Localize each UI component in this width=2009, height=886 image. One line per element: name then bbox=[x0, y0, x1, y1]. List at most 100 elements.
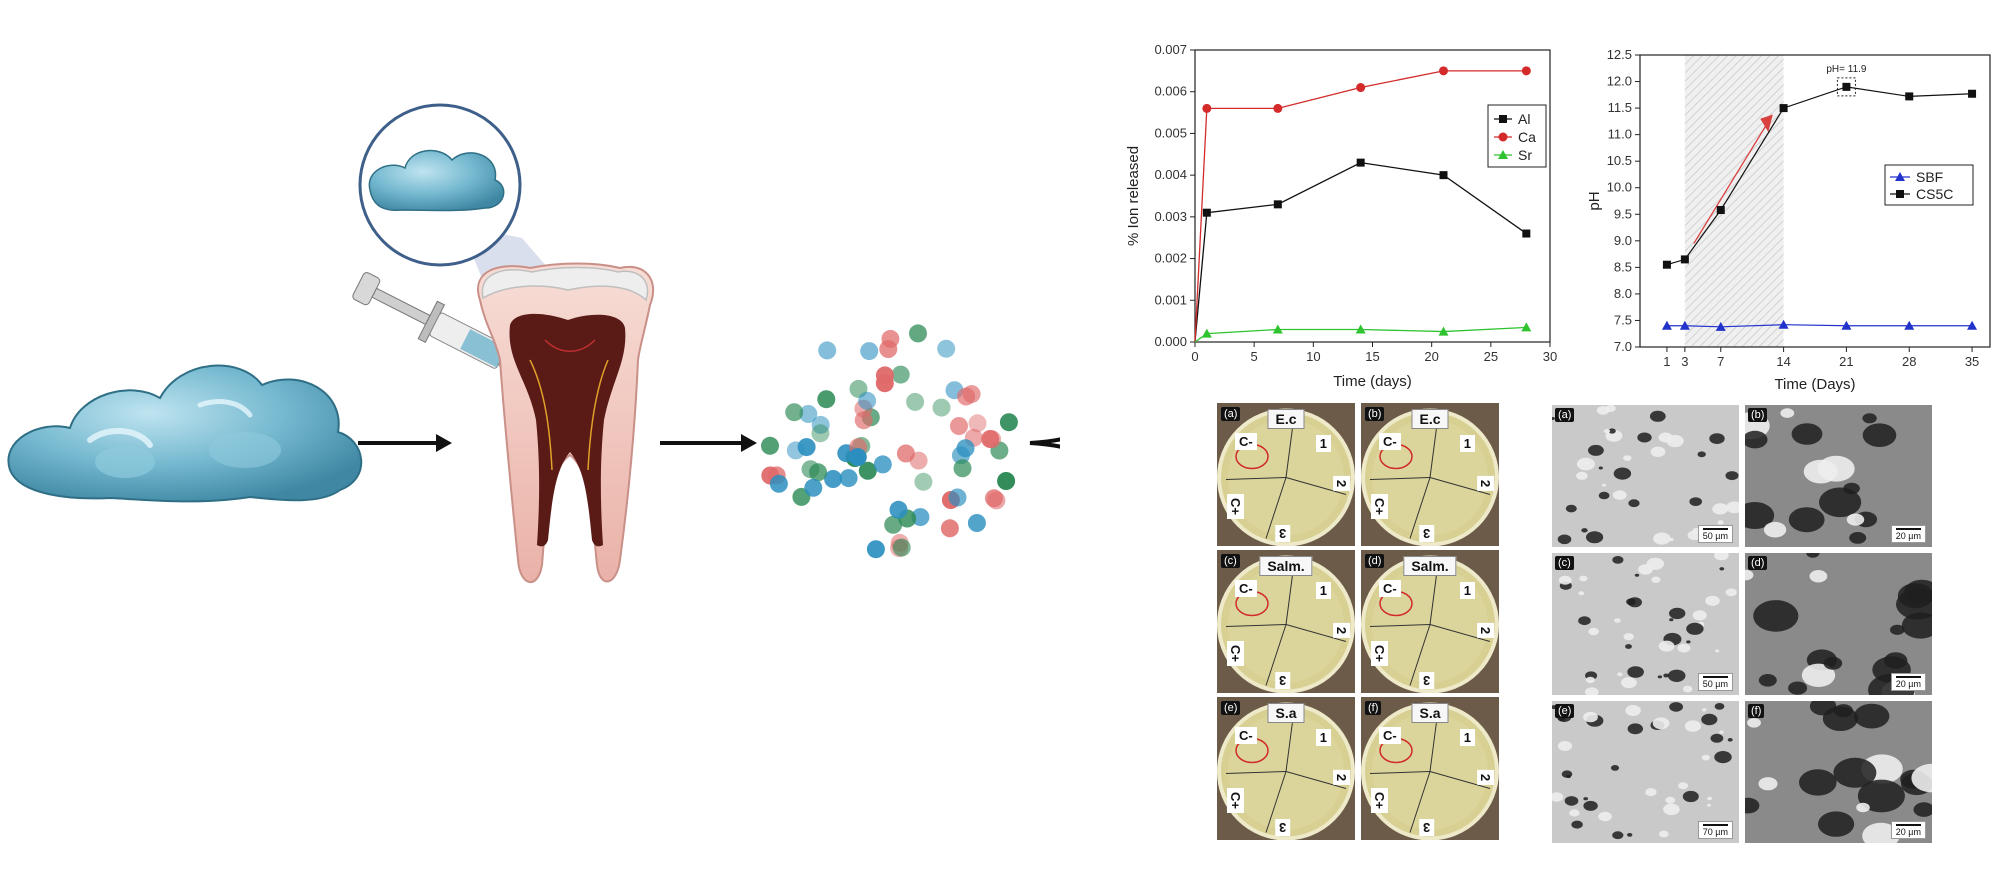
plate-zone-1: 1 bbox=[1459, 435, 1475, 452]
plate-zone-3: 3 bbox=[1275, 819, 1291, 836]
plate-panel-label: (e) bbox=[1221, 701, 1241, 715]
series-line-al bbox=[1194, 161, 1527, 343]
x-tick-label: 0 bbox=[1191, 349, 1198, 364]
arrow-tooth-to-ions bbox=[660, 434, 757, 452]
ion-sphere bbox=[997, 472, 1016, 490]
data-point-sr bbox=[1355, 324, 1366, 334]
ion-sphere bbox=[811, 424, 830, 443]
scale-bar-label: 70 µm bbox=[1702, 827, 1728, 837]
plate-control-neg: C- bbox=[1235, 433, 1257, 450]
plate-zone-2: 2 bbox=[1476, 622, 1494, 639]
ion-sphere bbox=[804, 478, 823, 497]
sem-image: (c)50 µm bbox=[1552, 553, 1739, 695]
sem-image: (f)20 µm bbox=[1745, 701, 1932, 843]
magnifier-circle bbox=[358, 103, 522, 267]
ion-sphere bbox=[889, 500, 908, 519]
plate-control-neg: C- bbox=[1235, 727, 1257, 744]
ion-sphere bbox=[884, 515, 903, 534]
x-tick-label: 14 bbox=[1776, 354, 1790, 369]
plate-zone-2: 2 bbox=[1476, 475, 1494, 492]
plate-panel-label: (c) bbox=[1221, 554, 1240, 568]
y-tick-label: 8.5 bbox=[1614, 259, 1632, 274]
ion-sphere bbox=[866, 540, 885, 559]
x-tick-label: 10 bbox=[1306, 349, 1320, 364]
y-tick-label: 0.007 bbox=[1154, 42, 1187, 57]
data-point-ca bbox=[1202, 103, 1212, 113]
ion-sphere bbox=[875, 366, 894, 385]
scale-bar-label: 20 µm bbox=[1895, 679, 1921, 689]
x-tick-label: 15 bbox=[1365, 349, 1379, 364]
data-point-sbf bbox=[1904, 320, 1915, 330]
scale-bar-line bbox=[1702, 528, 1728, 530]
data-point-sbf bbox=[1715, 321, 1726, 331]
sem-image: (e)70 µm bbox=[1552, 701, 1739, 843]
scale-bar-line bbox=[1895, 676, 1921, 678]
x-tick-label: 21 bbox=[1839, 354, 1853, 369]
plate-control-neg: C- bbox=[1379, 580, 1401, 597]
plate-zone-1: 1 bbox=[1459, 582, 1475, 599]
data-point-sr bbox=[1521, 322, 1532, 332]
ion-sphere bbox=[967, 514, 986, 532]
ion-sphere bbox=[881, 329, 900, 348]
shaded-region bbox=[1684, 55, 1784, 347]
x-tick-label: 30 bbox=[1543, 349, 1557, 364]
plate-organism-label: Salm. bbox=[1403, 556, 1457, 576]
ion-sphere bbox=[824, 470, 843, 488]
y-tick-label: 7.0 bbox=[1614, 339, 1632, 354]
data-point-sr bbox=[1272, 324, 1283, 334]
plate-control-neg: C- bbox=[1235, 580, 1257, 597]
plot-frame bbox=[1194, 49, 1551, 343]
plate-control-pos: C+ bbox=[1226, 641, 1244, 666]
x-axis-title: Time (days) bbox=[1333, 373, 1412, 390]
ion-sphere bbox=[940, 519, 959, 538]
data-point-al bbox=[1522, 229, 1531, 238]
plate-panel-label: (d) bbox=[1365, 554, 1385, 568]
ion-sphere bbox=[817, 390, 836, 409]
data-point-cs5c bbox=[1779, 104, 1788, 113]
data-point-cs5c bbox=[1905, 92, 1914, 101]
y-tick-label: 9.5 bbox=[1614, 206, 1632, 221]
ion-sphere bbox=[983, 430, 1002, 449]
scale-bar-line bbox=[1702, 676, 1728, 678]
plate-zone-1: 1 bbox=[1315, 729, 1331, 746]
y-tick-label: 0.002 bbox=[1154, 251, 1187, 266]
plate-organism-label: E.c bbox=[1267, 409, 1305, 429]
x-axis-title: Time (Days) bbox=[1774, 376, 1855, 393]
scale-bar-label: 50 µm bbox=[1702, 531, 1728, 541]
y-tick-label: 0.006 bbox=[1154, 84, 1187, 99]
data-point-al bbox=[1273, 200, 1282, 209]
plate-zone-2: 2 bbox=[1332, 475, 1350, 492]
legend-marker-al bbox=[1499, 115, 1507, 123]
ion-sphere bbox=[987, 491, 1006, 510]
scale-bar-label: 20 µm bbox=[1895, 531, 1921, 541]
plate-zone-3: 3 bbox=[1275, 525, 1291, 542]
legend-marker-ca bbox=[1498, 132, 1508, 142]
legend-box bbox=[1884, 164, 1974, 206]
legend-label-sr: Sr bbox=[1518, 147, 1532, 163]
ion-sphere bbox=[839, 469, 858, 488]
plot-frame bbox=[1639, 54, 1991, 348]
series-line-ca bbox=[1194, 70, 1527, 343]
x-tick-label: 28 bbox=[1902, 354, 1916, 369]
scale-bar: 50 µm bbox=[1697, 673, 1733, 691]
plate-organism-label: E.c bbox=[1411, 409, 1449, 429]
trend-arrow-head bbox=[1760, 114, 1773, 132]
ion-sphere bbox=[858, 461, 877, 480]
ion-sphere bbox=[799, 405, 818, 423]
plate-zone-1: 1 bbox=[1459, 729, 1475, 746]
plate-zone-3: 3 bbox=[1419, 672, 1435, 689]
x-tick-label: 7 bbox=[1717, 354, 1724, 369]
sem-texture bbox=[1558, 553, 1737, 695]
ion-sphere bbox=[956, 439, 975, 458]
trend-arrow bbox=[1693, 118, 1771, 244]
y-tick-label: 0.000 bbox=[1154, 334, 1187, 349]
ion-sphere bbox=[953, 459, 972, 478]
plate-zone-2: 2 bbox=[1476, 769, 1494, 786]
y-tick-label: 12.5 bbox=[1607, 47, 1632, 62]
ion-sphere bbox=[948, 488, 967, 507]
plate-panel-label: (a) bbox=[1221, 407, 1241, 421]
